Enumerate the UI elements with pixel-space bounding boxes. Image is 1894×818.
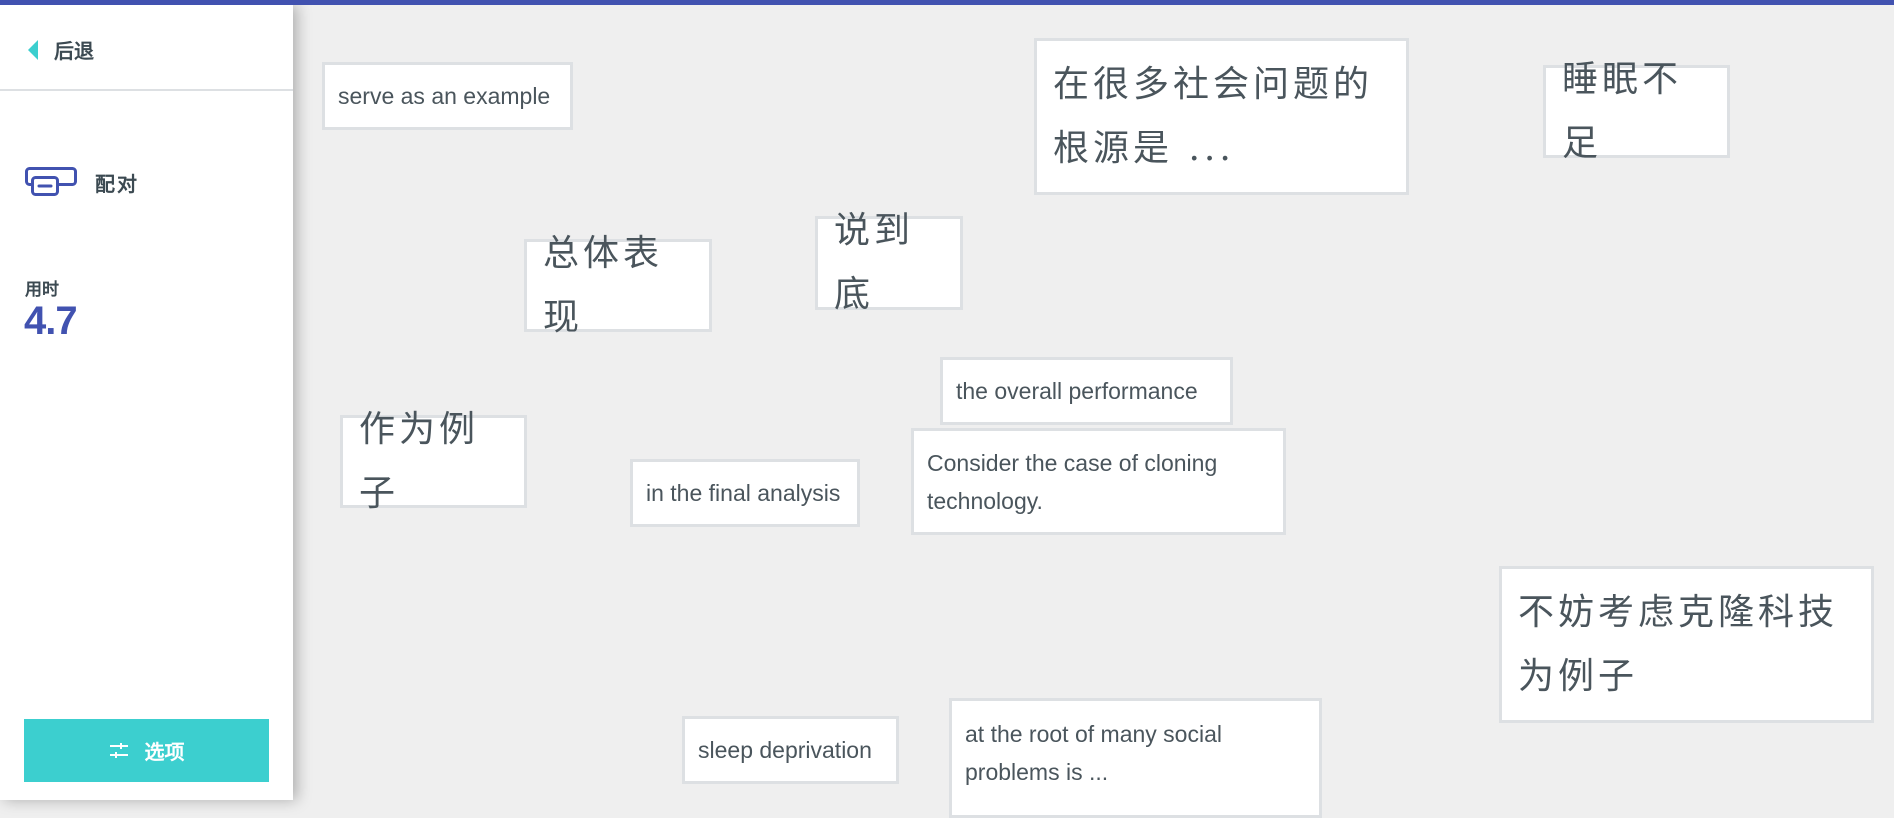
card-text: 作为例子 (359, 408, 480, 514)
back-button[interactable]: 后退 (28, 35, 94, 64)
match-cards-icon (25, 167, 77, 196)
mode-indicator: 配对 (25, 167, 139, 197)
card-text: the overall performance (956, 378, 1198, 404)
card-text: 总体表现 (543, 232, 664, 338)
match-card[interactable]: at the root of many social problems is .… (949, 698, 1322, 818)
match-card[interactable]: 总体表现 (524, 233, 712, 338)
card-text: sleep deprivation (698, 737, 872, 763)
match-card[interactable]: 说到底 (815, 210, 963, 315)
chevron-left-icon (28, 39, 38, 60)
card-text: 说到底 (834, 210, 915, 315)
options-button[interactable]: 选项 (24, 719, 269, 782)
match-card[interactable]: 不妨考虑克隆科技为例子 (1499, 566, 1874, 723)
match-card[interactable]: sleep deprivation (682, 716, 899, 784)
top-accent-bar (0, 0, 1894, 5)
card-text: 睡眠不足 (1562, 58, 1683, 164)
mode-label: 配对 (95, 173, 139, 196)
match-card[interactable]: 睡眠不足 (1543, 59, 1730, 164)
match-card[interactable]: Consider the case of cloning technology. (911, 428, 1286, 535)
match-card[interactable]: in the final analysis (630, 459, 860, 527)
back-label: 后退 (54, 41, 94, 63)
card-text: in the final analysis (646, 480, 841, 506)
time-value: 4.7 (24, 299, 78, 343)
match-card[interactable]: serve as an example (322, 62, 573, 130)
card-text: at the root of many social problems is .… (965, 721, 1222, 785)
match-card[interactable]: the overall performance (940, 357, 1233, 425)
card-text: 不妨考虑克隆科技为例子 (1518, 591, 1839, 697)
card-text: 在很多社会问题的根源是 ... (1053, 63, 1374, 169)
sidebar-divider (0, 89, 293, 91)
match-card[interactable]: 作为例子 (340, 409, 527, 514)
card-text: serve as an example (338, 83, 551, 109)
sidebar: 后退 配对 用时 4.7 选项 (0, 5, 293, 800)
card-text: Consider the case of cloning technology. (927, 449, 1218, 514)
sliders-icon (109, 742, 128, 758)
options-label: 选项 (144, 742, 185, 764)
time-label: 用时 (25, 280, 59, 299)
match-card[interactable]: 在很多社会问题的根源是 ... (1034, 38, 1409, 195)
